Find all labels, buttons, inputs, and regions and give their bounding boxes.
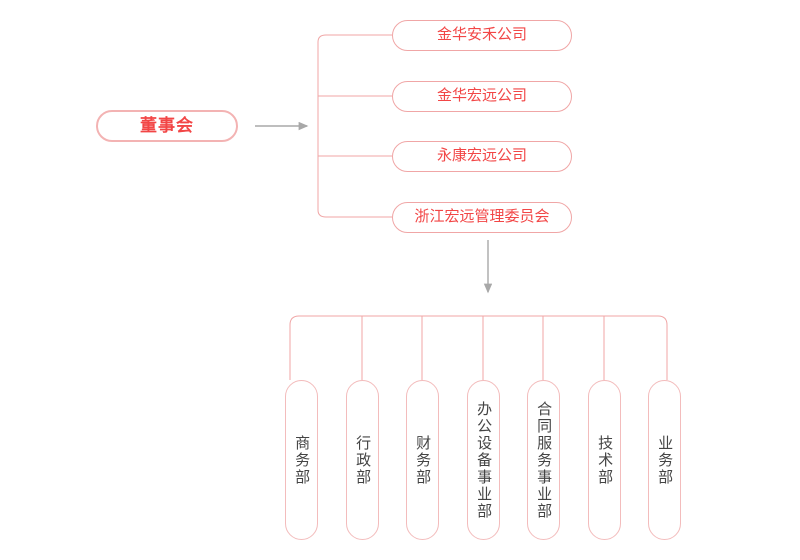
node-department-6-label: 技术部 (596, 434, 614, 486)
node-department-5[interactable]: 合同服务事业部 (527, 380, 560, 540)
node-department-1-label: 商务部 (293, 434, 311, 486)
node-department-3[interactable]: 财务部 (406, 380, 439, 540)
node-department-5-label: 合同服务事业部 (535, 400, 553, 520)
branch-connector-1 (317, 34, 392, 43)
node-branch-1[interactable]: 金华安禾公司 (392, 20, 572, 51)
node-department-7-label: 业务部 (656, 434, 674, 486)
node-department-4-label: 办公设备事业部 (475, 400, 493, 520)
node-branch-4[interactable]: 浙江宏远管理委员会 (392, 202, 572, 233)
node-department-1[interactable]: 商务部 (285, 380, 318, 540)
node-branch-2[interactable]: 金华宏远公司 (392, 81, 572, 112)
node-branch-2-label: 金华宏远公司 (436, 87, 527, 105)
node-branch-1-label: 金华安禾公司 (436, 26, 527, 44)
node-branch-3[interactable]: 永康宏远公司 (392, 141, 572, 172)
node-branch-4-label: 浙江宏远管理委员会 (414, 208, 550, 226)
node-department-4[interactable]: 办公设备事业部 (467, 380, 500, 540)
node-branch-3-label: 永康宏远公司 (436, 147, 527, 165)
node-root-label: 董事会 (140, 116, 194, 136)
department-bus (289, 315, 668, 380)
node-department-2[interactable]: 行政部 (346, 380, 379, 540)
node-department-2-label: 行政部 (354, 434, 372, 486)
node-root[interactable]: 董事会 (96, 110, 238, 142)
node-department-3-label: 财务部 (414, 434, 432, 486)
branch-connector-4 (317, 209, 392, 218)
node-department-6[interactable]: 技术部 (588, 380, 621, 540)
node-department-7[interactable]: 业务部 (648, 380, 681, 540)
